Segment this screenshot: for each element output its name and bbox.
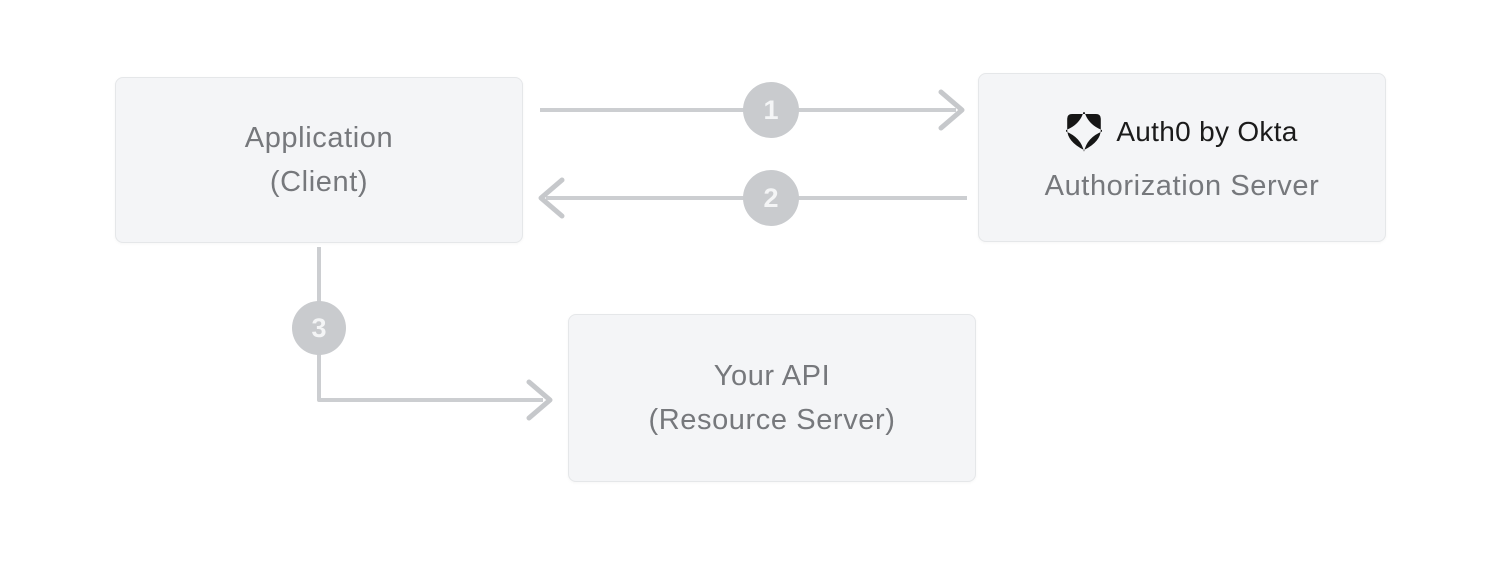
node-your-api: Your API (Resource Server)	[568, 314, 976, 482]
application-title: Application	[244, 122, 394, 154]
step-badge-1: 1	[743, 82, 799, 138]
api-title: Your API	[713, 360, 831, 392]
step-badge-3: 3	[292, 301, 346, 355]
auth0-brand-row: Auth0 by Okta	[1066, 112, 1297, 152]
auth0-shield-icon	[1066, 112, 1103, 152]
arrow-1-right-arrowhead-icon	[938, 89, 965, 131]
authorization-server-label: Authorization Server	[1044, 170, 1320, 202]
application-subtitle: (Client)	[269, 166, 369, 198]
arrow-2-left-arrowhead-icon	[538, 177, 565, 219]
arrow-3-right-arrowhead-icon	[526, 379, 553, 421]
step-badge-2: 2	[743, 170, 799, 226]
node-authorization-server: Auth0 by Okta Authorization Server	[978, 73, 1386, 242]
node-application-client: Application (Client)	[115, 77, 523, 243]
api-subtitle: (Resource Server)	[648, 404, 896, 436]
auth0-brand-text: Auth0 by Okta	[1116, 116, 1298, 147]
connector-3-elbow-line	[317, 247, 543, 402]
